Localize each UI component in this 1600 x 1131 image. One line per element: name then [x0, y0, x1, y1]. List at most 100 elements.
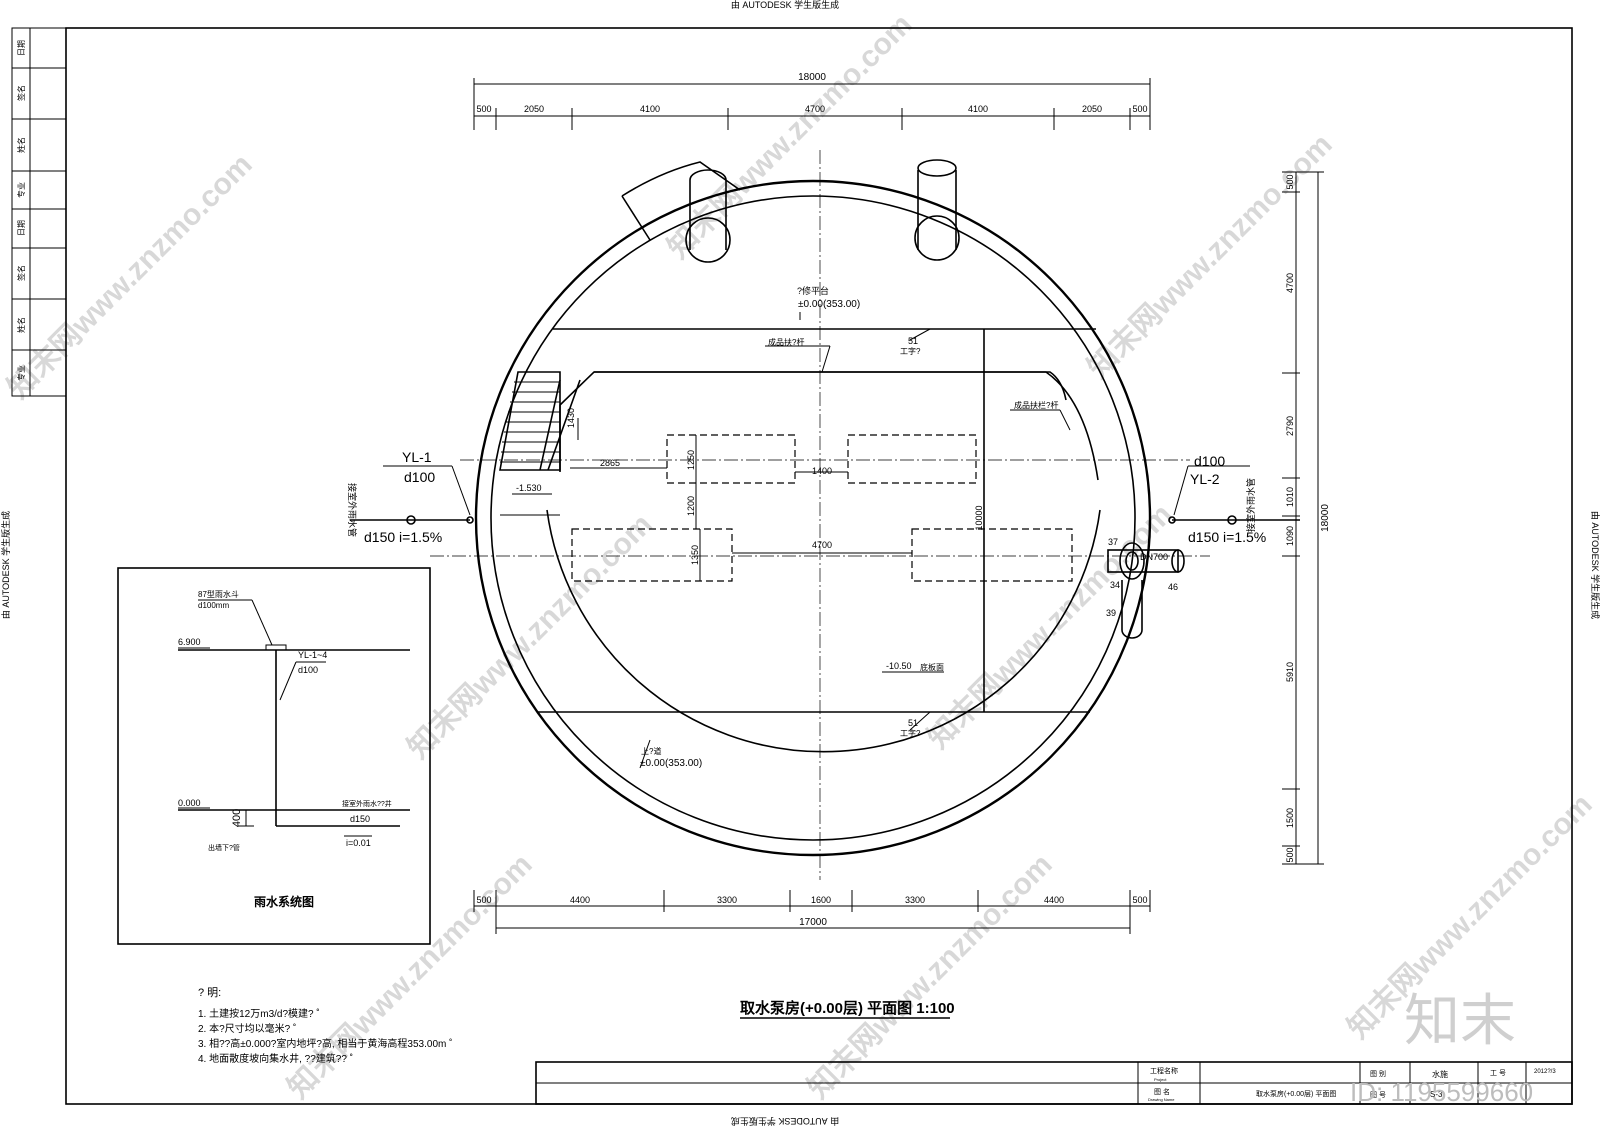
walkway-elev: ±0.00(353.00): [640, 758, 702, 769]
part-37: 37: [1108, 537, 1118, 547]
inlet-pipe-left: [621, 161, 741, 263]
beam-top-no: 51: [908, 336, 918, 346]
inlet-pipe-right: [914, 159, 960, 261]
side-cell: 专业: [16, 182, 26, 198]
side-cell: 签名: [16, 85, 26, 101]
dim-text: 2050: [1082, 104, 1102, 114]
dim-text: 2050: [524, 104, 544, 114]
part-39: 39: [1106, 608, 1116, 618]
dim-text: 500: [1285, 847, 1295, 862]
autodesk-stamp-bottom: 由 AUTODESK 学生版生成: [731, 1116, 839, 1127]
pipe-left-size: d100: [404, 469, 435, 485]
elev-floor: -10.50: [886, 661, 912, 671]
watermark-text: 知末网www.znzmo.com: [2, 148, 259, 405]
rain-elev-zero: 0.000: [178, 798, 201, 808]
pipe-left-tag: YL-1: [402, 449, 432, 465]
pipe-right-tag: YL-2: [1190, 471, 1220, 487]
watermark-id: ID: 1195599660: [1350, 1077, 1533, 1107]
dim-text: 1500: [1285, 808, 1295, 828]
note-item: 4. 地面散度坡向集水井, ??建筑?? ˚: [198, 1052, 353, 1065]
dim-1200: 1200: [686, 496, 696, 516]
note-item: 2. 本?尺寸均以毫米? ˚: [198, 1022, 296, 1035]
elev-stair: -1.530: [516, 483, 542, 493]
side-cell: 姓名: [16, 137, 26, 153]
rail-right-label: 成品扶栏?杆: [1014, 400, 1058, 410]
side-cell: 专业: [16, 365, 26, 381]
rain-title: 雨水系统图: [254, 894, 314, 909]
plan-labels: ?修平台 ±0.00(353.00) 成品扶?杆 51 工字? 成品扶栏?杆 1…: [347, 285, 1266, 769]
dim-text: 500: [476, 895, 491, 905]
part-34: 34: [1110, 580, 1120, 590]
beam-bot-type: 工字?: [900, 728, 921, 738]
rain-depth: 400: [231, 809, 243, 827]
part-46: 46: [1168, 582, 1178, 592]
dim-text: 18000: [1320, 504, 1331, 532]
dim-text: 2790: [1285, 416, 1295, 436]
rain-slope: i=0.01: [346, 838, 371, 848]
pump-box: [571, 528, 733, 582]
right-dimension-chain: 18000 500 4700 2790 1010 1090 5910 1500 …: [1282, 171, 1331, 865]
rain-drain-size: d100mm: [198, 601, 229, 610]
notes: ? 明: 1. 土建按12万m3/d?模建? ˚ 2. 本?尺寸均以毫米? ˚ …: [198, 986, 452, 1065]
valve-dn: DN700: [1140, 552, 1168, 562]
dim-text: 4700: [1285, 273, 1295, 293]
dim-text: 4700: [805, 104, 825, 114]
note-item: 1. 土建按12万m3/d?模建? ˚: [198, 1007, 320, 1020]
dim-text: 5910: [1285, 662, 1295, 682]
dim-text: 500: [1132, 895, 1147, 905]
autodesk-stamp-left: 由 AUTODESK 学生版生成: [0, 511, 11, 619]
bottom-dimension-chain: 500 4400 3300 1600 3300 4400 500 17000: [473, 890, 1151, 934]
side-cell: 签名: [16, 265, 26, 281]
tb-drawing-name: 取水泵房(+0.00层) 平面图: [1256, 1089, 1336, 1098]
rain-main-size: d150: [350, 814, 370, 824]
outlet-valve: [1107, 542, 1185, 639]
rain-pipe-right: [1168, 465, 1300, 525]
dim-text: 17000: [799, 917, 827, 928]
pump-house-plan: [350, 150, 1300, 880]
pipe-right-note: 接室外雨水管: [1245, 478, 1256, 532]
pump-box: [847, 434, 977, 484]
dim-10000: 10000: [974, 505, 984, 530]
dim-text: 3300: [905, 895, 925, 905]
watermark-text: 知末网www.znzmo.com: [402, 508, 659, 765]
rain-system-diagram: 雨水系统图 87型雨水斗 d100mm 6.900 YL-1~4 d100 0.…: [117, 567, 431, 945]
watermark-text: 知末网www.znzmo.com: [802, 848, 1059, 1105]
dim-text: 500: [476, 104, 491, 114]
top-dimension-chain: 18000 500 2050 4100 4700 4100 2050 500: [473, 72, 1151, 130]
beam-top-type: 工字?: [900, 346, 921, 356]
title-block: 工程名称 Project 图 名 Drawing Name 取水泵房(+0.00…: [535, 1061, 1573, 1105]
watermark-text: 知末网www.znzmo.com: [1082, 128, 1339, 385]
dim-1250: 1250: [686, 450, 696, 470]
watermark-text: 知末网www.znzmo.com: [282, 848, 539, 1105]
dim-text: 4100: [640, 104, 660, 114]
watermark-text: 知末网www.znzmo.com: [662, 8, 919, 265]
rain-outlet-note: 出墙下?管: [208, 843, 240, 852]
dim-text: 1090: [1285, 526, 1295, 546]
tb-project-label: 工程名称: [1150, 1066, 1178, 1075]
dim-1350: 1350: [690, 545, 700, 565]
pump-box: [911, 528, 1073, 582]
tb-drawing-label: 图 名: [1154, 1087, 1170, 1096]
sheet-border: [65, 27, 1573, 1105]
note-item: 3. 相??高±0.000?室内地坪?高, 相当于黄海高程353.00m ˚: [198, 1037, 452, 1050]
tb-number: 2012?/3: [1534, 1069, 1556, 1075]
side-cell: 姓名: [16, 317, 26, 333]
pipe-right-main: d150 i=1.5%: [1188, 529, 1266, 545]
dim-text: 1010: [1285, 487, 1295, 507]
beam-bot-no: 51: [908, 718, 918, 728]
inner-well-arc: [546, 509, 1101, 753]
dim-text: 4400: [570, 895, 590, 905]
dim-text: 18000: [798, 72, 826, 83]
tb-sheet: S-3: [1430, 1090, 1443, 1099]
dim-text: 4100: [968, 104, 988, 114]
side-cell: 日期: [17, 220, 26, 236]
pipe-left-note: 接室外雨水管: [347, 483, 358, 537]
autodesk-stamp-top: 由 AUTODESK 学生版生成: [731, 0, 839, 10]
rain-riser-size: d100: [298, 665, 318, 675]
tb-discipline: 水施: [1432, 1069, 1448, 1079]
drawing-title: 取水泵房(+0.00层) 平面图 1:100: [740, 999, 955, 1017]
tb-drawing-sub: Drawing Name: [1148, 1097, 1175, 1102]
dim-text: 500: [1132, 104, 1147, 114]
dim-text: 500: [1285, 174, 1295, 189]
dim-text: 3300: [717, 895, 737, 905]
